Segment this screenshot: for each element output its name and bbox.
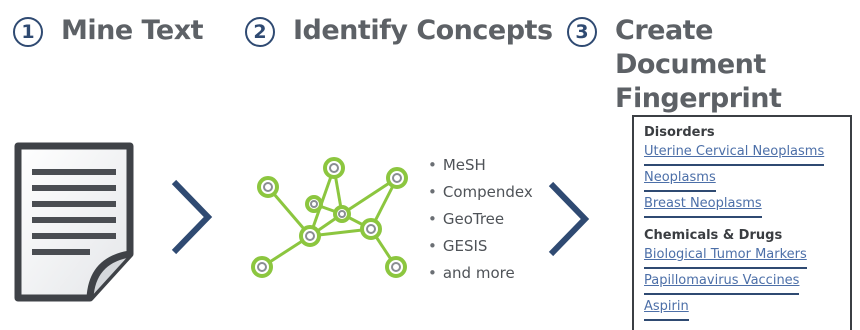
concept-link[interactable]: Aspirin [644,298,689,321]
step-title: Mine Text [61,15,204,46]
step-title: Identify Concepts [293,15,553,46]
vocabulary-source-list: MeSH Compendex GeoTree GESIS and more [428,152,533,287]
source-item: GeoTree [428,206,533,233]
step-number-circle: 1 [13,17,43,47]
category-heading: Chemicals & Drugs [644,228,783,243]
document-fingerprint-panel: Disorders Uterine Cervical Neoplasms Neo… [632,115,852,330]
source-item: MeSH [428,152,533,179]
step-2-header: 2 Identify Concepts [245,14,553,48]
step-3-header: 3 Create Document Fingerprint [567,14,860,116]
step-number-circle: 3 [567,17,597,47]
concept-link[interactable]: Breast Neoplasms [644,195,762,218]
concept-link[interactable]: Papillomavirus Vaccines [644,272,800,295]
concept-link[interactable]: Biological Tumor Markers [644,246,807,269]
chevron-right-icon [548,181,590,257]
source-item: GESIS [428,233,533,260]
concept-link[interactable]: Neoplasms [644,169,716,192]
category-heading: Disorders [644,125,715,140]
concept-network-icon [251,157,408,278]
step-title: Create Document Fingerprint [615,15,782,114]
chevron-right-icon [171,179,213,255]
document-icon [14,142,134,302]
step-number-circle: 2 [245,17,275,47]
source-item: and more [428,260,533,287]
concept-link[interactable]: Uterine Cervical Neoplasms [644,143,825,166]
step-1-header: 1 Mine Text [13,14,204,48]
source-item: Compendex [428,179,533,206]
